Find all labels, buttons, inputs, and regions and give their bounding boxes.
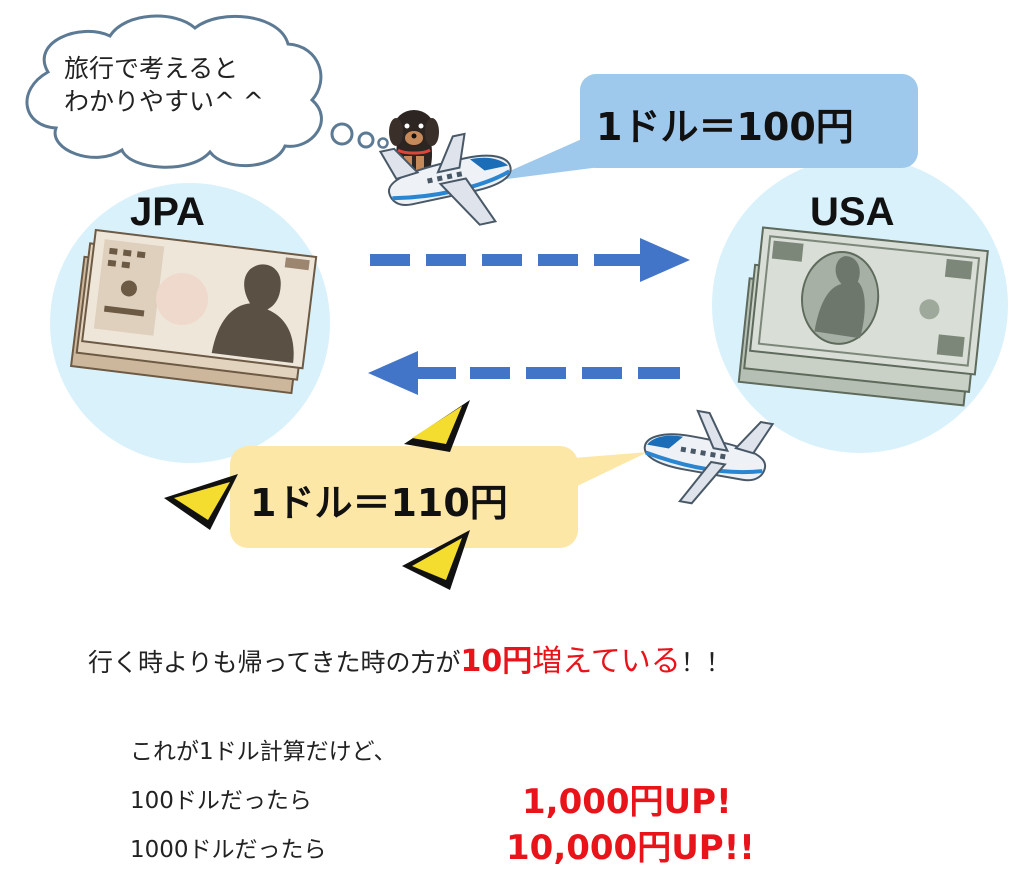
return-rate-text: 1ドル＝110円 (250, 481, 508, 525)
example-intro: これが1ドル計算だけど、 (130, 739, 397, 765)
country-label-usa: USA (810, 190, 895, 234)
summary-verb: 増えている (532, 644, 681, 679)
airplane-icon-return (643, 409, 775, 505)
sparkle-icon-bottom (402, 530, 470, 590)
summary-prefix: 行く時よりも帰ってきた時の方が (88, 648, 461, 677)
thought-line-1: 旅行で考えると (64, 54, 239, 83)
example-row-2-result: 10,000円UP!! (506, 828, 755, 868)
sparkle-icon-top (404, 400, 470, 452)
thought-bubble (25, 14, 389, 169)
dollar-banknote-icon (737, 226, 989, 407)
summary-line: 行く時よりも帰ってきた時の方が10円増えている！！ (88, 636, 731, 680)
airplane-icon-outbound (378, 132, 512, 226)
summary-amount: 10円 (460, 644, 533, 679)
thought-line-2: わかりやすい^ ^ (64, 87, 264, 116)
example-row-2-label: 1000ドルだったら (130, 837, 327, 863)
summary-suffix: ！！ (680, 648, 731, 677)
example-row-1-label: 100ドルだったら (130, 788, 312, 814)
outbound-rate-callout (491, 74, 918, 181)
yen-banknote-icon (69, 228, 318, 395)
outbound-arrow (370, 238, 690, 282)
example-row-1-result: 1,000円UP! (522, 782, 732, 822)
return-arrow (368, 351, 680, 395)
sparkle-icon-left (164, 474, 238, 530)
thought-bubble-text: 旅行で考えると わかりやすい^ ^ (64, 52, 314, 118)
return-rate-callout (230, 446, 648, 548)
country-label-japan: JPA (130, 190, 205, 234)
outbound-rate-text: 1ドル＝100円 (596, 105, 854, 149)
